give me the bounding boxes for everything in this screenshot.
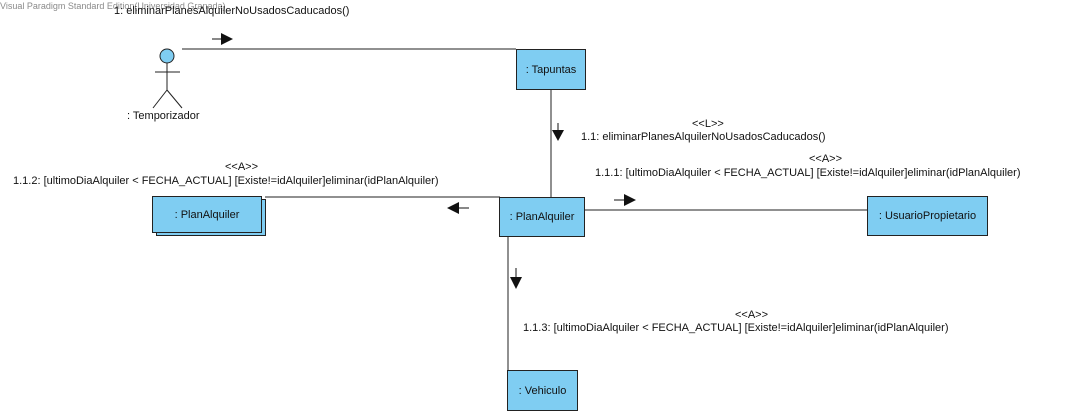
message-1-1-3-stereotype: <<A>> (735, 309, 769, 321)
message-1-1-stereotype: <<L>> (692, 118, 724, 130)
message-1-1-2-label: 1.1.2: [ultimoDiaAlquiler < FECHA_ACTUAL… (13, 175, 439, 187)
object-plan-alquiler[interactable]: : PlanAlquiler (499, 197, 585, 237)
object-usuario-propietario[interactable]: : UsuarioPropietario (867, 196, 988, 236)
object-plan-alquiler-multi[interactable]: : PlanAlquiler (152, 196, 262, 233)
actor-head (159, 48, 175, 64)
actor-label: : Temporizador (127, 110, 200, 122)
arrow-m1-1 (552, 123, 564, 141)
message-1-1-1-stereotype: <<A>> (809, 153, 843, 165)
watermark: Visual Paradigm Standard Edition(Univers… (0, 1, 226, 11)
arrow-m1-1-2 (447, 202, 469, 214)
message-1-1-3-label: 1.1.3: [ultimoDiaAlquiler < FECHA_ACTUAL… (523, 322, 949, 334)
message-1-label: 1: eliminarPlanesAlquilerNoUsadosCaducad… (114, 5, 350, 17)
arrow-m1-1-1 (614, 194, 636, 206)
actor-figure (152, 48, 183, 109)
arrow-m1 (212, 33, 233, 45)
message-1-1-label: 1.1: eliminarPlanesAlquilerNoUsadosCaduc… (581, 131, 826, 143)
message-1-1-1-label: 1.1.1: [ultimoDiaAlquiler < FECHA_ACTUAL… (595, 167, 1021, 179)
message-1-1-2-stereotype: <<A>> (225, 161, 259, 173)
arrow-m1-1-3 (510, 268, 522, 289)
object-vehiculo[interactable]: : Vehiculo (507, 370, 578, 411)
object-tapuntas[interactable]: : Tapuntas (516, 49, 586, 90)
